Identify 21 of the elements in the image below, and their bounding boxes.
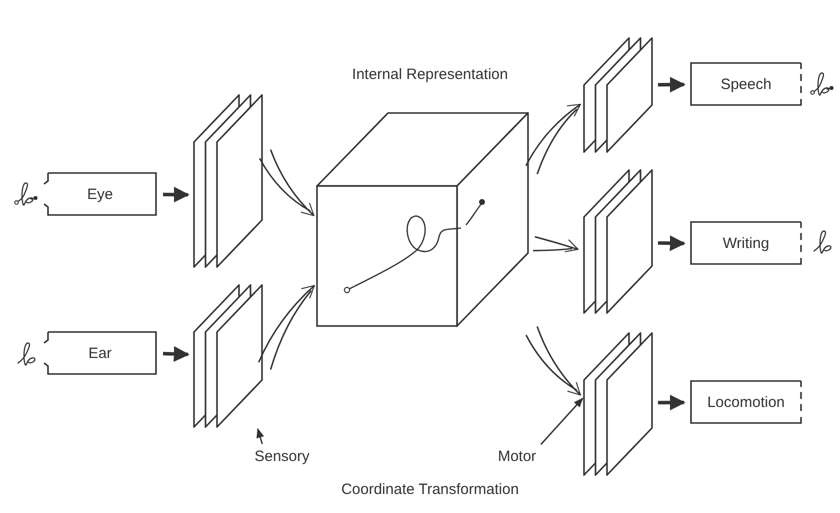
arrow xyxy=(658,76,686,92)
double-arrow xyxy=(525,104,582,175)
annotation-text: Motor xyxy=(498,448,536,464)
box-label: Eye xyxy=(87,186,113,203)
double-arrow xyxy=(532,236,579,252)
box-label: Writing xyxy=(722,235,770,252)
arrow xyxy=(162,186,190,202)
caption-text: Internal Representation xyxy=(352,66,508,83)
caption-text: Coordinate Transformation xyxy=(341,481,519,498)
box-label: Ear xyxy=(88,345,112,362)
arrow xyxy=(658,235,686,252)
box-label: Locomotion xyxy=(707,394,785,411)
arrow xyxy=(162,346,190,362)
leader-line xyxy=(256,428,264,444)
annotation-text: Sensory xyxy=(254,448,310,464)
leader-line xyxy=(540,398,584,445)
double-arrow xyxy=(258,284,316,370)
double-arrow xyxy=(258,148,315,216)
box-label: Speech xyxy=(720,76,772,93)
arrow xyxy=(658,394,686,410)
double-arrow xyxy=(525,326,582,396)
